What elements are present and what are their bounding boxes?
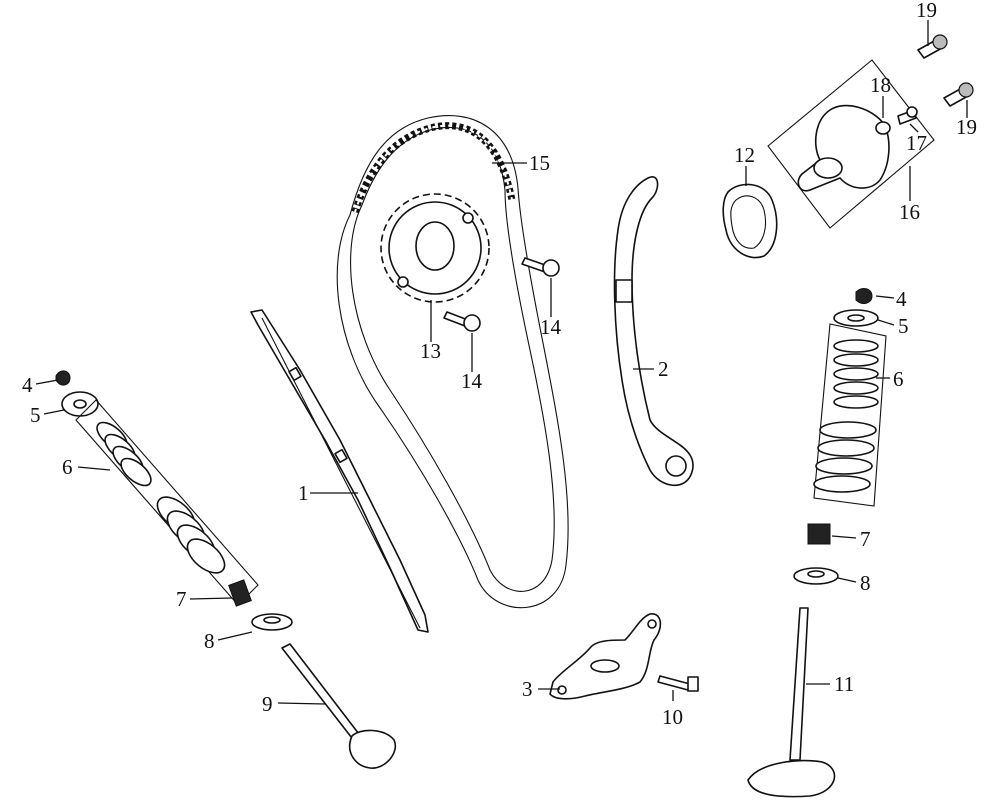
callout-12: 12: [734, 143, 755, 167]
callout-4-right: 4: [896, 287, 907, 311]
exhaust-valve: [747, 607, 836, 798]
leader-lines: [35, 20, 968, 705]
callout-19-lower: 19: [956, 115, 977, 139]
left-valve-springs: [75, 399, 259, 606]
callout-8-right: 8: [860, 571, 871, 595]
callout-18: 18: [870, 73, 891, 97]
callout-13: 13: [420, 339, 441, 363]
callout-10: 10: [662, 705, 683, 729]
left-spring-retainer: [61, 391, 99, 417]
callout-1: 1: [298, 481, 309, 505]
right-valve-seal: [807, 523, 831, 545]
right-valve-springs: [813, 323, 887, 507]
callout-4-left: 4: [22, 373, 33, 397]
callout-6-right: 6: [893, 367, 904, 391]
bolt-17: [897, 106, 918, 125]
callout-14-lower: 14: [461, 369, 483, 393]
left-valve-cotter: [55, 370, 71, 386]
callout-16: 16: [899, 200, 920, 224]
callout-11: 11: [834, 672, 854, 696]
washer-18: [875, 121, 891, 135]
tensioner-assembly: [767, 59, 935, 229]
callout-19-upper: 19: [916, 0, 937, 22]
callout-9: 9: [262, 692, 273, 716]
callout-5-left: 5: [30, 403, 41, 427]
callout-7-right: 7: [860, 527, 871, 551]
bracket: [549, 613, 662, 700]
cam-chain: [336, 115, 569, 609]
callout-5-right: 5: [898, 314, 909, 338]
right-spring-seat: [793, 567, 839, 585]
right-spring-retainer: [833, 309, 879, 327]
callout-17: 17: [906, 131, 927, 155]
bracket-bolt: [657, 675, 699, 692]
bolt-19-upper: [917, 34, 948, 59]
tensioner-gasket: [722, 183, 778, 259]
callout-3: 3: [522, 677, 533, 701]
bolt-19-lower: [943, 82, 974, 107]
left-spring-seat: [251, 613, 293, 631]
sprocket-bolt-upper: [521, 257, 560, 277]
callout-15: 15: [529, 151, 550, 175]
callout-7-left: 7: [176, 587, 187, 611]
left-valve-seal: [228, 579, 252, 607]
right-valve-cotter: [855, 288, 873, 304]
callout-8-left: 8: [204, 629, 215, 653]
cam-sprocket: [380, 193, 490, 303]
callout-labels: 1 2 3 4 5 6 7 8 9 10 11 12 13 14 14 15 1…: [22, 0, 977, 729]
sprocket-bolt-lower: [443, 311, 481, 332]
intake-valve: [281, 643, 397, 769]
chain-guide: [250, 309, 429, 633]
callout-14-upper: 14: [540, 315, 562, 339]
tensioner-arm: [613, 176, 694, 487]
callout-2: 2: [658, 357, 669, 381]
callout-6-left: 6: [62, 455, 73, 479]
